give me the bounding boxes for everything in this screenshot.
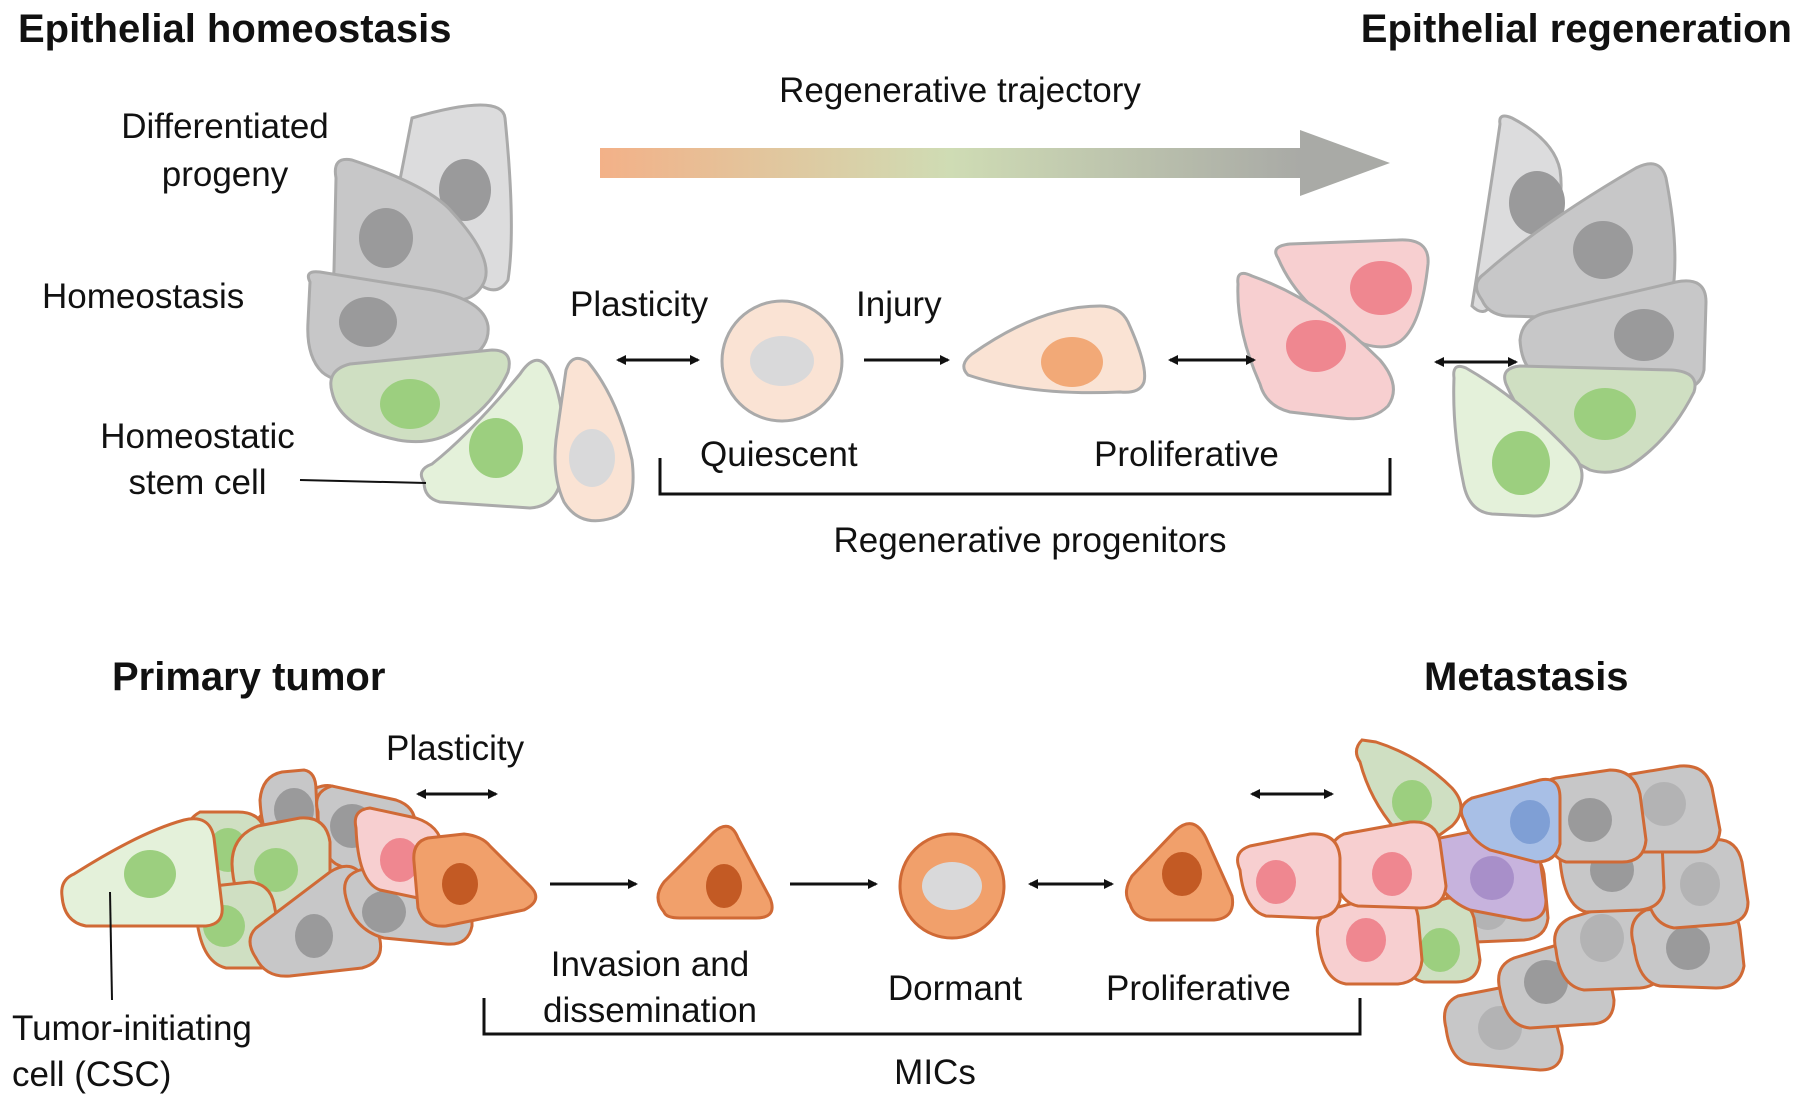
stem-cell [329, 348, 511, 444]
regenerating-crypt [1236, 114, 1708, 518]
csc-label-line1: Tumor-initiating [12, 1009, 252, 1048]
metastasis-cell-pink [1329, 820, 1448, 910]
metastasis-cell-blue [1459, 777, 1562, 864]
stem-cell-label-line1: Homeostatic [100, 417, 295, 456]
quiescent-label: Quiescent [700, 435, 858, 474]
metastasis-cluster [1236, 738, 1750, 1072]
proliferative-label-bottom: Proliferative [1106, 969, 1291, 1008]
csc-leader-line [109, 891, 113, 1001]
differentiated-label-line1: Differentiated [121, 107, 329, 146]
invasive-cell [412, 832, 538, 928]
csc-cell [60, 817, 224, 928]
tumor-plasticity-label: Plasticity [386, 729, 525, 768]
mics-bracket [482, 998, 1362, 1036]
stem-cell-label-line2: stem cell [128, 463, 267, 502]
metastasis-cell-pink [1315, 892, 1424, 986]
metastasis-cell-pink [1236, 832, 1342, 920]
csc-label-line2: cell (CSC) [12, 1055, 172, 1094]
title-primary-tumor: Primary tumor [112, 655, 386, 699]
invasion-label-line2: dissemination [543, 991, 757, 1030]
regenerative-trajectory-bar [600, 148, 1300, 178]
disseminated-cell [656, 824, 774, 920]
homeostatic-crypt [306, 103, 635, 523]
title-epithelial-homeostasis: Epithelial homeostasis [18, 7, 452, 51]
dormant-cell [898, 832, 1006, 940]
plasticity-label: Plasticity [570, 285, 709, 324]
title-epithelial-regeneration: Epithelial regeneration [1360, 7, 1792, 51]
stem-cell [419, 358, 565, 510]
injury-label: Injury [856, 285, 942, 324]
proliferative-label-top: Proliferative [1094, 435, 1279, 474]
dormant-label: Dormant [887, 969, 1023, 1008]
regenerative-progenitors-label: Regenerative progenitors [833, 521, 1227, 560]
regenerative-trajectory-label: Regenerative trajectory [779, 71, 1141, 110]
progenitor-cell [553, 356, 635, 523]
regenerated-stem-cell [1452, 364, 1584, 518]
metastasis-cell-gray [1643, 837, 1750, 930]
reactivated-cell [1125, 822, 1235, 922]
regenerating-pink-cell [1236, 271, 1395, 421]
proliferative-progenitor-cell [962, 304, 1147, 395]
differentiated-label-line2: progeny [161, 155, 289, 194]
primary-tumor-cluster [60, 768, 538, 978]
progenitors-bracket [658, 458, 1392, 496]
regenerating-pink-cell [1274, 238, 1430, 349]
title-metastasis: Metastasis [1424, 655, 1629, 699]
invasion-label-line1: Invasion and [550, 945, 750, 984]
homeostasis-label: Homeostasis [42, 277, 245, 316]
stem-cell-leader-line [299, 479, 427, 484]
regenerative-trajectory-arrowhead [1300, 130, 1390, 196]
mics-label: MICs [894, 1053, 976, 1092]
quiescent-cell [720, 299, 844, 423]
